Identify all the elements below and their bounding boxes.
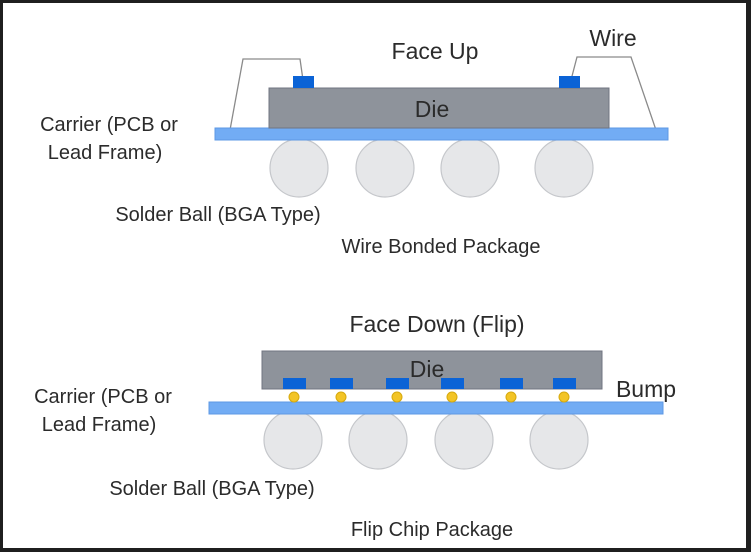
bond-wire-right [570,56,657,131]
fc-bump [505,391,517,403]
fc-bump [288,391,300,403]
fc-bump-group [283,378,576,403]
fc-bump-pad [283,378,306,389]
fc-carrier [208,401,664,415]
package-diagram: Face Up Wire Die Carrier (PCB or Lead Fr… [34,25,676,541]
fc-die [261,350,603,390]
diagram-frame: Face Up Wire Die Carrier (PCB or Lead Fr… [3,3,746,548]
wb-wire-label: Wire [589,25,636,51]
fc-bump-pad [553,378,576,389]
wb-carrier-label-line2: Lead Frame) [48,142,163,164]
fc-bump [335,391,347,403]
fc-solder-ball [529,410,589,470]
wb-carrier-label-line1: Carrier (PCB or [40,114,178,136]
fc-solder-ball [263,410,323,470]
fc-solder-ball [434,410,494,470]
fc-solder-ball [348,410,408,470]
fc-bump-pad [500,378,523,389]
wb-bond-pad [559,76,580,88]
fc-bump [391,391,403,403]
bond-wire-left [229,58,304,131]
fc-carrier-label-line2: Lead Frame) [42,414,157,436]
fc-face-label: Face Down (Flip) [349,311,524,337]
fc-carrier-label-line1: Carrier (PCB or [34,386,172,408]
wb-solder-ball [440,138,500,198]
fc-bump [558,391,570,403]
wb-die-label: Die [415,96,450,122]
wb-die [268,87,610,129]
wb-solder-ball [355,138,415,198]
wb-solder-ball [534,138,594,198]
wb-caption: Wire Bonded Package [341,236,540,258]
fc-solder-label: Solder Ball (BGA Type) [109,478,314,500]
wire-bonded-package: Face Up Wire Die Carrier (PCB or Lead Fr… [40,25,669,258]
fc-bump-pad [386,378,409,389]
fc-caption: Flip Chip Package [351,519,513,541]
flip-chip-package: Face Down (Flip) Die Bump Carrier (PCB [34,311,676,541]
wb-solder-ball [269,138,329,198]
fc-bump-label: Bump [616,376,676,402]
wb-face-label: Face Up [392,38,479,64]
wb-carrier [214,127,669,141]
fc-bump-pad [330,378,353,389]
fc-bump [446,391,458,403]
fc-die-label: Die [410,356,445,382]
wb-bond-pad [293,76,314,88]
fc-bump-pad [441,378,464,389]
wb-solder-label: Solder Ball (BGA Type) [115,204,320,226]
